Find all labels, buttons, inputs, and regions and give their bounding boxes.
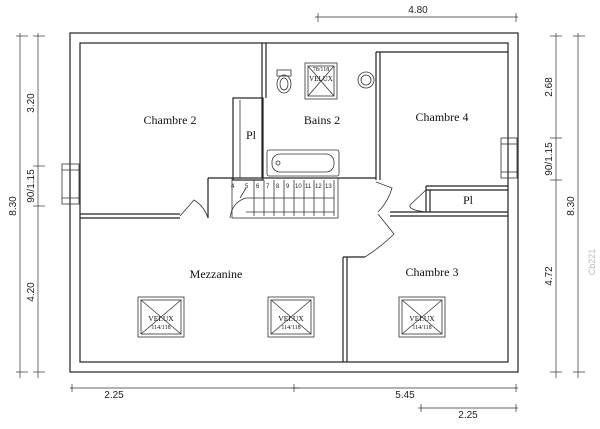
toilet-icon: [276, 69, 292, 77]
velux-1-size: 114/118: [151, 325, 170, 331]
velux-mezzanine-1: VELUX 114/118: [137, 296, 185, 338]
velux-1-label: VELUX: [148, 314, 174, 323]
dim-bottom-left: 2.25: [104, 390, 124, 401]
velux-bath-size: 78/118: [313, 67, 329, 73]
stair-step-4: 4: [231, 184, 235, 190]
stair-step-6: 6: [256, 184, 260, 190]
interior-walls: [80, 43, 508, 362]
dimension-bottom: 2.25 5.45 2.25: [70, 384, 518, 421]
dim-right-top: 2.68: [544, 77, 555, 97]
dim-right-total: 8.30: [566, 196, 577, 216]
stair-step-9: 9: [286, 184, 290, 190]
dimension-right: 2.68 90/1.15 4.72 8.30: [544, 33, 585, 378]
velux-3-size: 114/118: [412, 325, 431, 331]
velux-bath: 78/118 VELUX: [304, 62, 338, 100]
velux-chambre3: VELUX 114/118: [398, 296, 446, 338]
dim-left-total: 8.30: [8, 196, 19, 216]
watermark: Cb221: [587, 249, 597, 276]
dimension-left: 8.30 3.20 90/1.15 4.20: [8, 33, 45, 378]
stair-step-11: 11: [305, 184, 312, 190]
dim-top-width: 4.80: [408, 5, 428, 16]
placard-label-right: Pl: [463, 193, 474, 207]
stair-step-5: 5: [245, 184, 249, 190]
dim-right-mid: 90/1.15: [544, 142, 555, 176]
room-label-chambre-4: Chambre 4: [416, 110, 469, 124]
stair-step-12: 12: [315, 184, 322, 190]
stair-step-13: 13: [325, 184, 332, 190]
toilet-bowl-icon: [276, 74, 292, 94]
stair-step-10: 10: [295, 184, 302, 190]
doors: [179, 181, 427, 258]
velux-2-size: 114/118: [281, 325, 300, 331]
bathtub-icon: [266, 149, 340, 177]
window-right: [500, 137, 518, 179]
velux-2-label: VELUX: [278, 314, 304, 323]
dim-left-top: 3.20: [26, 93, 37, 113]
dim-left-bottom: 4.20: [26, 282, 37, 302]
velux-bath-label: VELUX: [309, 75, 333, 83]
window-left: [61, 163, 80, 205]
placard-label-left: Pl: [246, 128, 257, 142]
velux-3-label: VELUX: [409, 314, 435, 323]
dim-right-bottom: 4.72: [544, 266, 555, 286]
sink-icon: [357, 71, 375, 89]
dim-bottom-total: 5.45: [395, 390, 415, 401]
stair-step-8: 8: [276, 184, 280, 190]
room-labels: Chambre 2 Bains 2 Chambre 4 Mezzanine Ch…: [144, 110, 474, 281]
outer-walls: [69, 32, 519, 373]
room-label-chambre-3: Chambre 3: [406, 265, 459, 279]
room-label-bains-2: Bains 2: [304, 113, 340, 127]
room-label-chambre-2: Chambre 2: [144, 113, 197, 127]
room-label-mezzanine: Mezzanine: [190, 267, 243, 281]
velux-mezzanine-2: VELUX 114/118: [267, 296, 315, 338]
bathroom-fixtures: [266, 69, 375, 177]
dimension-top: 4.80: [315, 5, 518, 22]
staircase: 4 5 6 7 8 9 10 11 12 13: [229, 177, 339, 219]
stair-step-7: 7: [266, 184, 270, 190]
dim-left-mid: 90/1.15: [26, 169, 37, 203]
dim-bottom-right: 2.25: [458, 410, 478, 421]
